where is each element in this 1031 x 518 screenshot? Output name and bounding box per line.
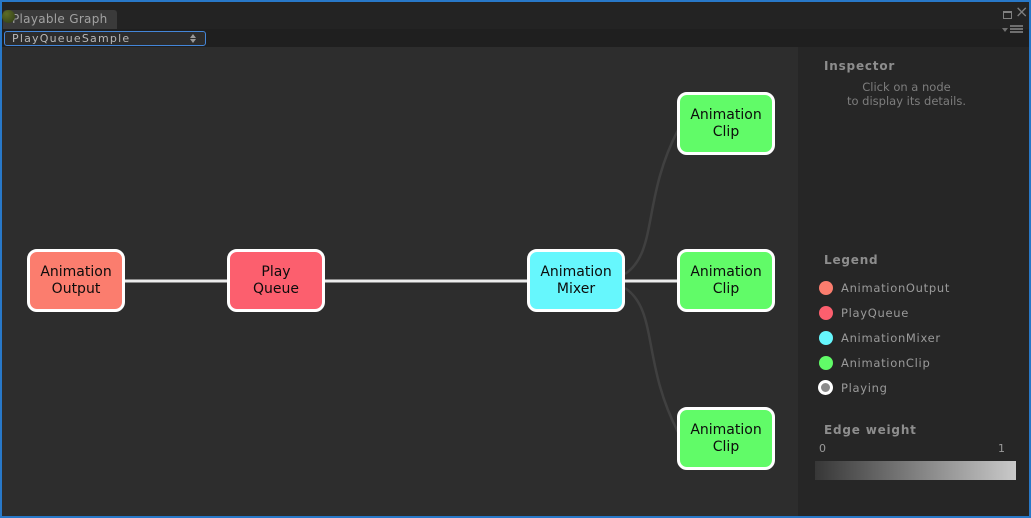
node-animation-clip-bottom[interactable]: Animation Clip [677, 407, 775, 470]
toolbar: PlayQueueSample [2, 25, 1029, 47]
hamburger-icon [1010, 25, 1023, 34]
legend-dot-animation-clip-icon [819, 355, 833, 370]
close-icon[interactable]: × [1015, 2, 1029, 21]
legend-dot-animation-mixer-icon [819, 330, 833, 345]
legend-label: AnimationMixer [841, 330, 941, 345]
graph-selector-value: PlayQueueSample [12, 32, 131, 45]
inspector-hint-line1: Click on a node [862, 80, 951, 94]
dropdown-arrows-icon [190, 34, 197, 43]
edge-weight-min: 0 [819, 442, 826, 455]
inspector-panel: Inspector Click on a node to display its… [798, 47, 1029, 516]
inspector-hint-line2: to display its details. [846, 93, 966, 108]
tab-bar: Playable Graph [2, 2, 1029, 29]
tab-playable-graph[interactable]: Playable Graph [3, 10, 117, 29]
legend-item-playing: Playing [798, 375, 1029, 400]
legend-label: Playing [841, 380, 888, 395]
node-play-queue[interactable]: Play Queue [227, 249, 325, 312]
graph-selector-dropdown[interactable]: PlayQueueSample [4, 31, 206, 46]
legend-item-play-queue: PlayQueue [798, 300, 1029, 325]
legend-label: AnimationOutput [841, 280, 951, 295]
node-animation-mixer[interactable]: Animation Mixer [527, 249, 625, 312]
legend-dot-animation-output-icon [819, 280, 833, 295]
inspector-hint: Click on a node to display its details. [798, 80, 1015, 108]
legend-dot-playing-icon [818, 380, 833, 395]
chevron-down-icon [1002, 28, 1008, 32]
edge-weight-title: Edge weight [824, 423, 917, 437]
node-animation-clip-middle[interactable]: Animation Clip [677, 249, 775, 312]
edge-weight-gradient-bar [815, 461, 1016, 480]
legend-dot-play-queue-icon [819, 305, 833, 320]
status-dot-icon [2, 10, 15, 23]
legend-label: AnimationClip [841, 355, 931, 370]
maximize-icon[interactable] [1003, 11, 1012, 19]
legend-item-animation-clip: AnimationClip [798, 350, 1029, 375]
inspector-title: Inspector [824, 59, 896, 73]
legend-item-animation-mixer: AnimationMixer [798, 325, 1029, 350]
pane-menu-icon[interactable] [1002, 24, 1026, 36]
edge-weight-max: 1 [998, 442, 1005, 455]
legend-label: PlayQueue [841, 305, 910, 320]
node-animation-output[interactable]: Animation Output [27, 249, 125, 312]
legend-item-animation-output: AnimationOutput [798, 275, 1029, 300]
node-animation-clip-top[interactable]: Animation Clip [677, 92, 775, 155]
legend-title: Legend [824, 253, 879, 267]
